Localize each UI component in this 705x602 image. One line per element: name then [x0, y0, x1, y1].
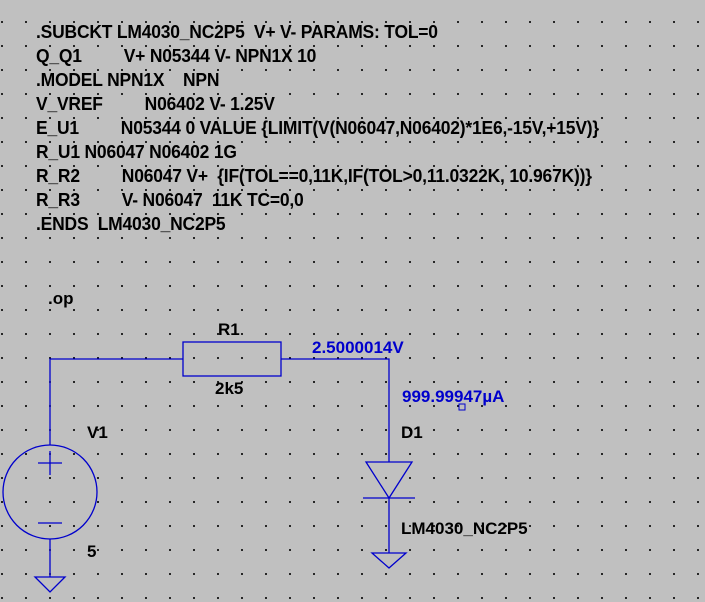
- v1-name-label[interactable]: V1: [87, 423, 108, 442]
- netlist-line-v-vref[interactable]: V_VREF N06402 V- 1.25V: [36, 94, 275, 114]
- ground-v1-icon[interactable]: [33, 576, 67, 593]
- op-directive[interactable]: .op: [48, 289, 74, 308]
- v1-value-label[interactable]: 5: [87, 542, 97, 561]
- resistor-r1-symbol[interactable]: [182, 341, 282, 377]
- wire-r1-d1[interactable]: [281, 358, 390, 462]
- r1-value-label[interactable]: 2k5: [215, 379, 244, 398]
- node-voltage-annotation[interactable]: 2.5000014V: [312, 338, 404, 357]
- current-probe-marker[interactable]: [458, 403, 466, 411]
- wire-v1-r1[interactable]: [49, 358, 183, 445]
- netlist-line-e-u1[interactable]: E_U1 N05344 0 VALUE {LIMIT(V(N06047,N064…: [36, 118, 599, 138]
- ground-d1-icon[interactable]: [370, 552, 408, 569]
- netlist-line-q-q1[interactable]: Q_Q1 V+ N05344 V- NPN1X 10: [36, 46, 317, 66]
- d1-name-label[interactable]: D1: [401, 423, 423, 442]
- netlist-line-subckt[interactable]: .SUBCKT LM4030_NC2P5 V+ V- PARAMS: TOL=0: [36, 22, 438, 42]
- netlist-line-ends[interactable]: .ENDS LM4030_NC2P5: [36, 214, 226, 234]
- r1-name-label[interactable]: R1: [218, 320, 240, 339]
- diode-d1-symbol[interactable]: [364, 461, 414, 500]
- d1-model-label[interactable]: LM4030_NC2P5: [401, 519, 528, 538]
- netlist-line-r-r3[interactable]: R_R3 V- N06047 11K TC=0,0: [36, 190, 304, 210]
- netlist-line-r-r2[interactable]: R_R2 N06047 V+ {IF(TOL==0,11K,IF(TOL>0,1…: [36, 166, 592, 186]
- netlist-line-r-u1[interactable]: R_U1 N06047 N06402 1G: [36, 142, 237, 162]
- diode-current-annotation[interactable]: 999.99947µA: [402, 387, 505, 406]
- netlist-line-model[interactable]: .MODEL NPN1X NPN: [36, 70, 220, 90]
